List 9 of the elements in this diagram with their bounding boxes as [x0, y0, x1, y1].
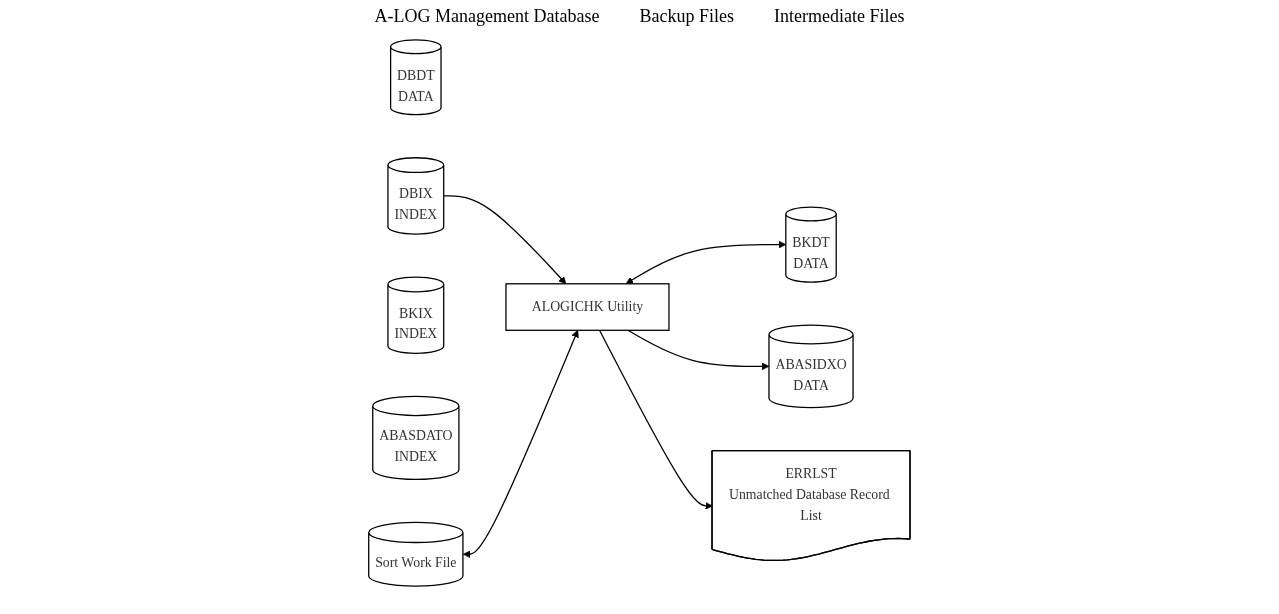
arrow	[627, 329, 770, 371]
group-heading: A-LOG Management Database	[374, 6, 600, 27]
group-heading: Backup Files	[639, 6, 734, 27]
arrow	[625, 240, 787, 284]
group-heading: Intermediate Files	[773, 6, 905, 27]
arrow	[463, 329, 579, 559]
arrow	[599, 329, 713, 510]
arrow	[443, 195, 567, 285]
node-box: ALOGICHK Utility	[505, 283, 670, 331]
